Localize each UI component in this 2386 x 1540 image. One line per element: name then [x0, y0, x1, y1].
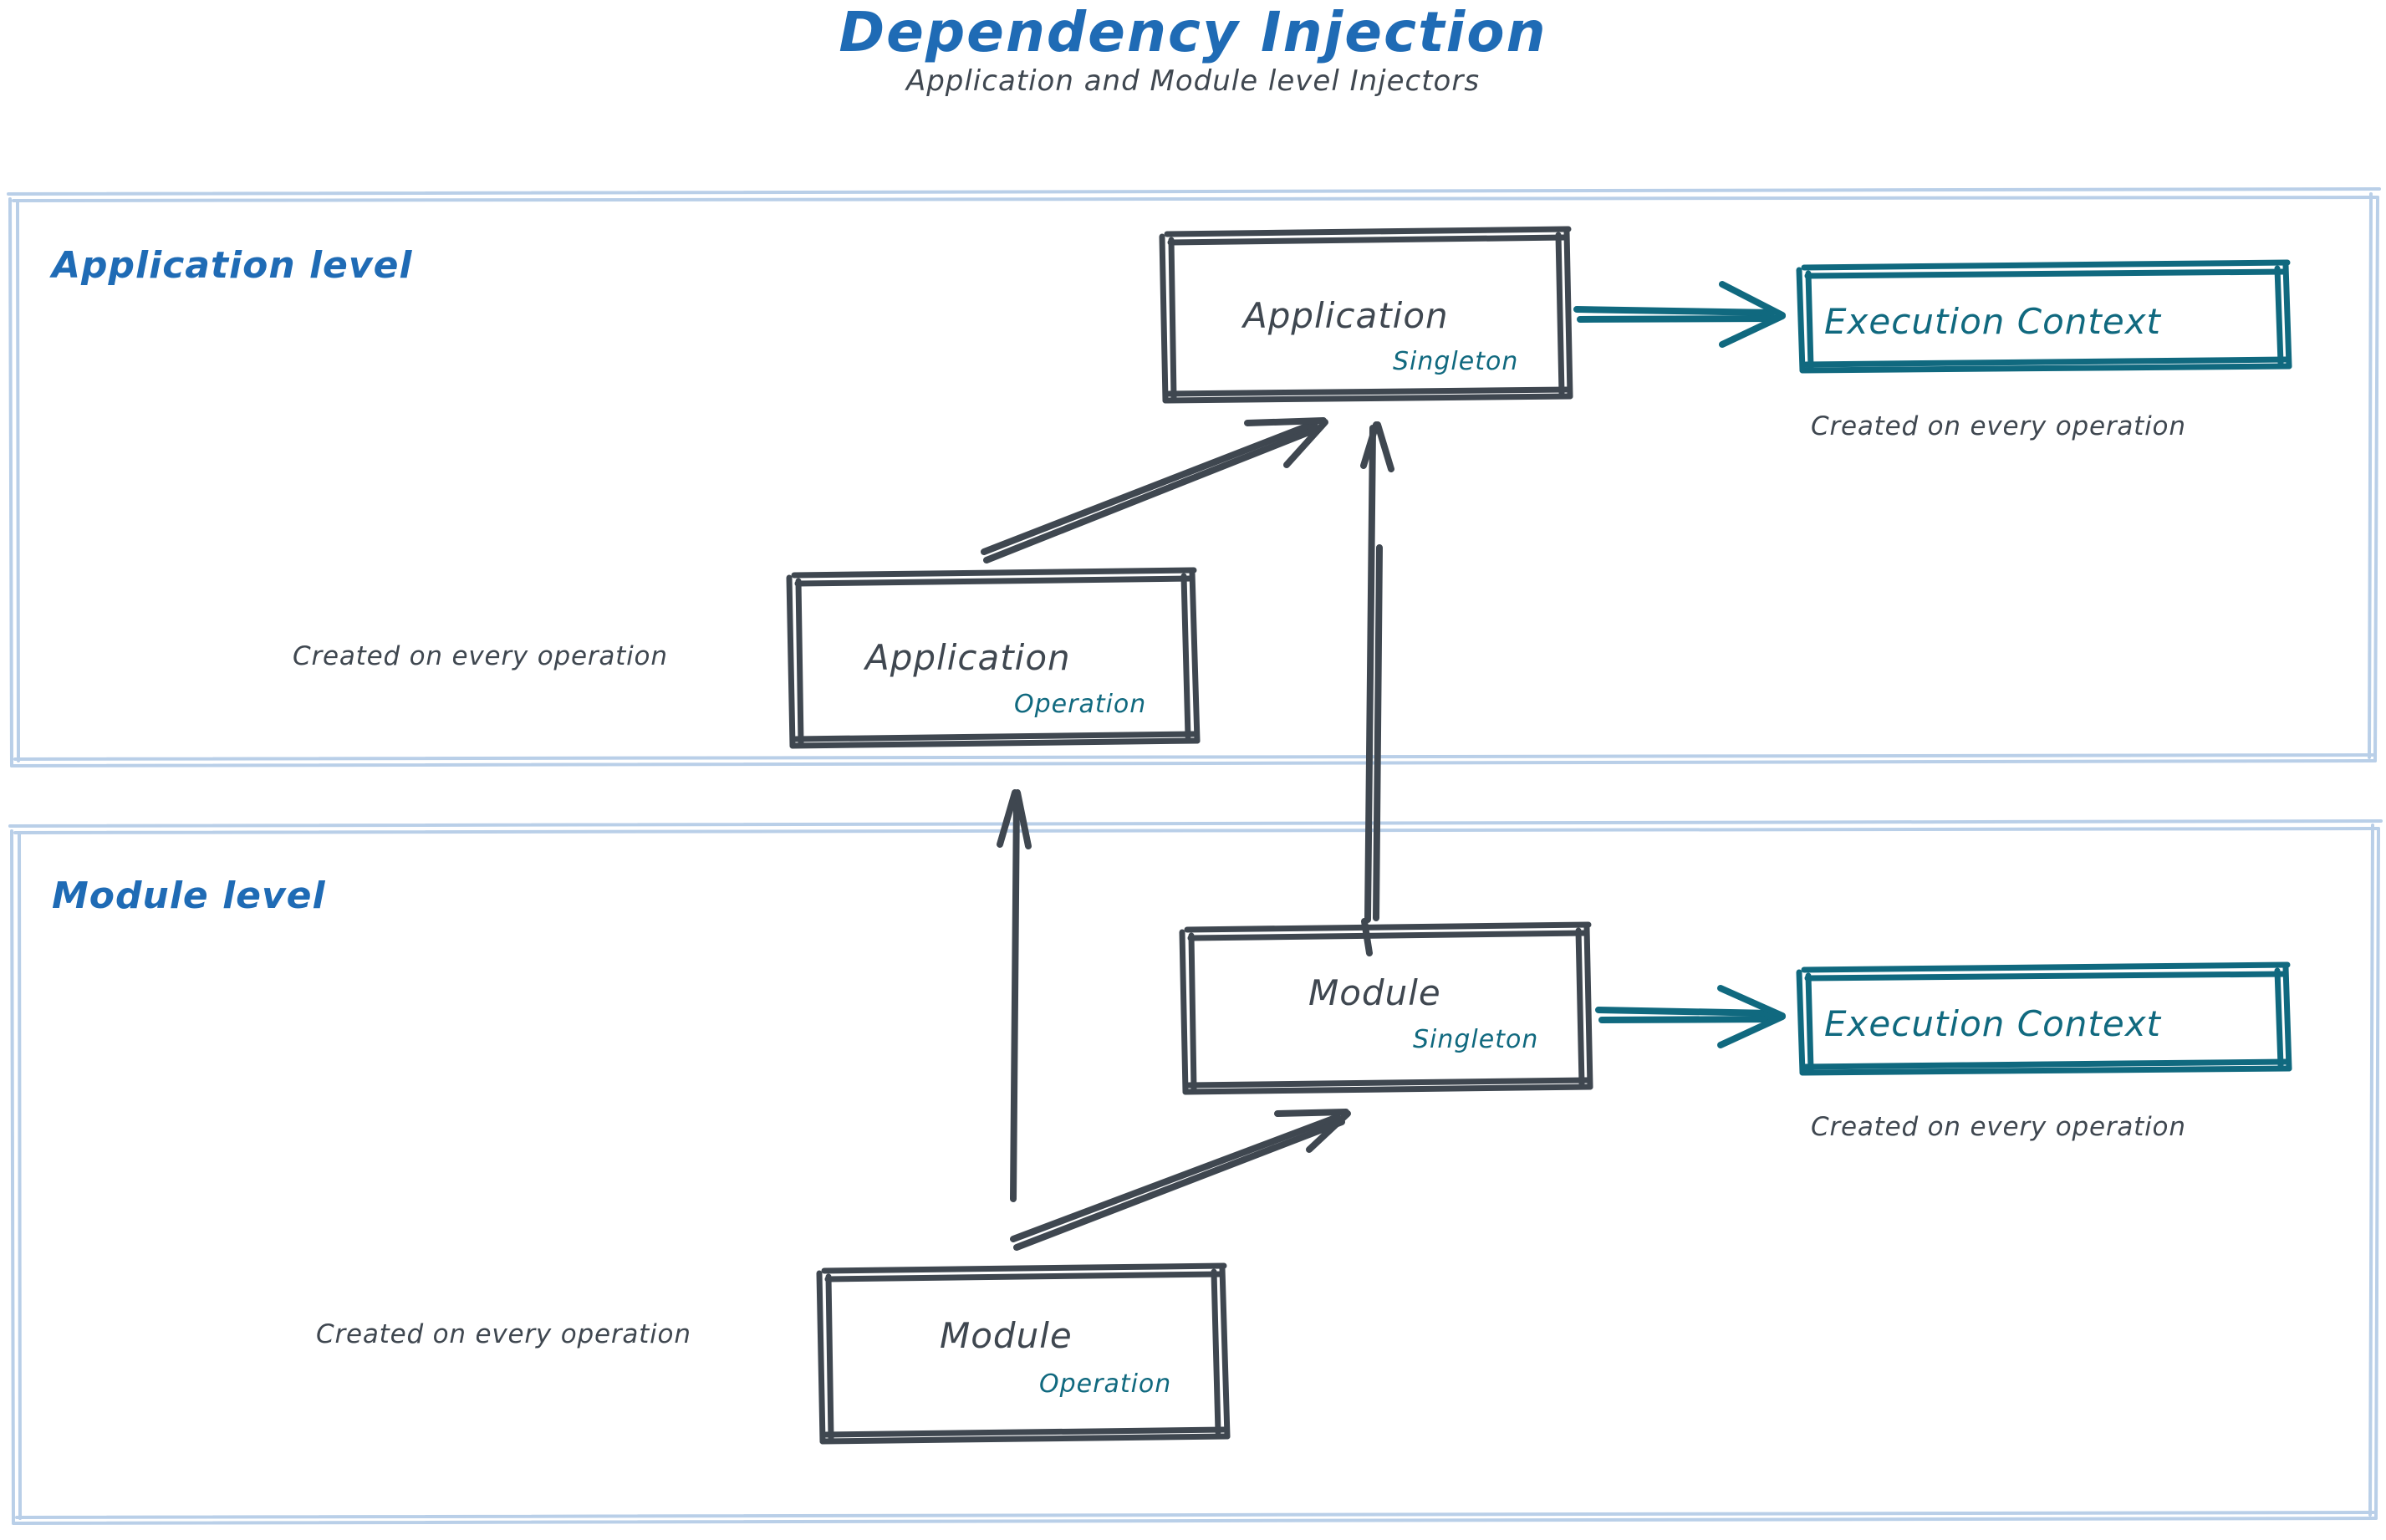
- module-operation-scope: Operation: [1039, 1369, 1172, 1399]
- arrow-app-singleton-to-exec-context: [1573, 281, 1786, 348]
- application-singleton-title: Application: [1243, 295, 1449, 336]
- module-level-frame: [8, 819, 2383, 1525]
- arrow-module-singleton-to-exec-context: [1595, 985, 1786, 1048]
- module-singleton-title: Module: [1308, 972, 1441, 1013]
- application-execution-context-caption: Created on every operation: [1811, 411, 2186, 441]
- module-execution-context-title: Execution Context: [1824, 1003, 2162, 1044]
- section-label-application-level: Application level: [52, 244, 413, 287]
- arrow-app-operation-to-app-singleton: [981, 417, 1328, 563]
- application-singleton-scope: Singleton: [1393, 347, 1519, 376]
- application-execution-context-title: Execution Context: [1824, 301, 2162, 342]
- arrow-module-operation-to-module-singleton: [1010, 1109, 1351, 1251]
- module-operation-title: Module: [940, 1315, 1073, 1356]
- module-operation-caption: Created on every operation: [316, 1319, 691, 1349]
- section-label-module-level: Module level: [52, 875, 326, 917]
- page-title: Dependency Injection: [839, 0, 1547, 64]
- page-subtitle: Application and Module level Injectors: [905, 64, 1481, 98]
- arrow-module-singleton-to-app-singleton: [1360, 421, 1394, 956]
- application-operation-caption: Created on every operation: [293, 641, 668, 671]
- module-singleton-scope: Singleton: [1413, 1025, 1539, 1054]
- module-execution-context-caption: Created on every operation: [1811, 1112, 2186, 1142]
- arrow-module-operation-to-app-level: [997, 789, 1032, 1202]
- application-operation-title: Application: [865, 637, 1071, 678]
- application-operation-scope: Operation: [1014, 690, 1147, 719]
